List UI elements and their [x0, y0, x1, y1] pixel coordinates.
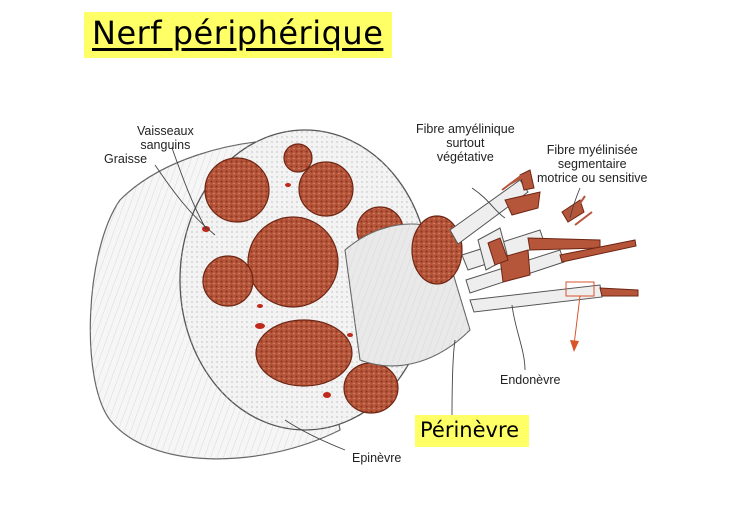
label-fibre-amyelinique-line1: Fibre amyélinique	[416, 122, 515, 136]
endonevre-arrow-line	[573, 295, 581, 346]
label-perinevre: Périnèvre	[420, 418, 520, 442]
endonevre-arrow-head	[570, 340, 579, 352]
leader-lines	[154, 147, 581, 451]
page-title: Nerf périphérique	[92, 14, 384, 52]
label-vaisseaux-sanguins: Vaisseaux sanguins	[137, 124, 194, 152]
label-fibre-myelinisee-line2: segmentaire	[557, 157, 627, 171]
fascicles	[202, 143, 404, 414]
title-highlight	[84, 12, 392, 58]
blood-vessels	[202, 183, 353, 398]
perinevre-highlight	[415, 415, 529, 447]
label-vaisseaux-line1: Vaisseaux	[137, 124, 194, 138]
fiber-strands	[501, 173, 593, 226]
label-graisse: Graisse	[104, 152, 148, 166]
label-endonevre: Endonèvre	[500, 373, 561, 387]
label-epinevre: Epinèvre	[352, 451, 402, 465]
label-fibre-myelinisee-line3: motrice ou sensitive	[537, 171, 648, 185]
label-fibre-amyelinique: Fibre amyélinique surtout végétative	[416, 122, 515, 164]
label-vaisseaux-line2: sanguins	[140, 138, 191, 152]
label-fibre-amyelinique-line3: végétative	[436, 150, 494, 164]
label-fibre-amyelinique-line2: surtout	[446, 136, 485, 150]
label-fibre-myelinisee: Fibre myélinisée segmentaire motrice ou …	[537, 143, 647, 185]
label-fibre-myelinisee-line1: Fibre myélinisée	[546, 143, 638, 157]
